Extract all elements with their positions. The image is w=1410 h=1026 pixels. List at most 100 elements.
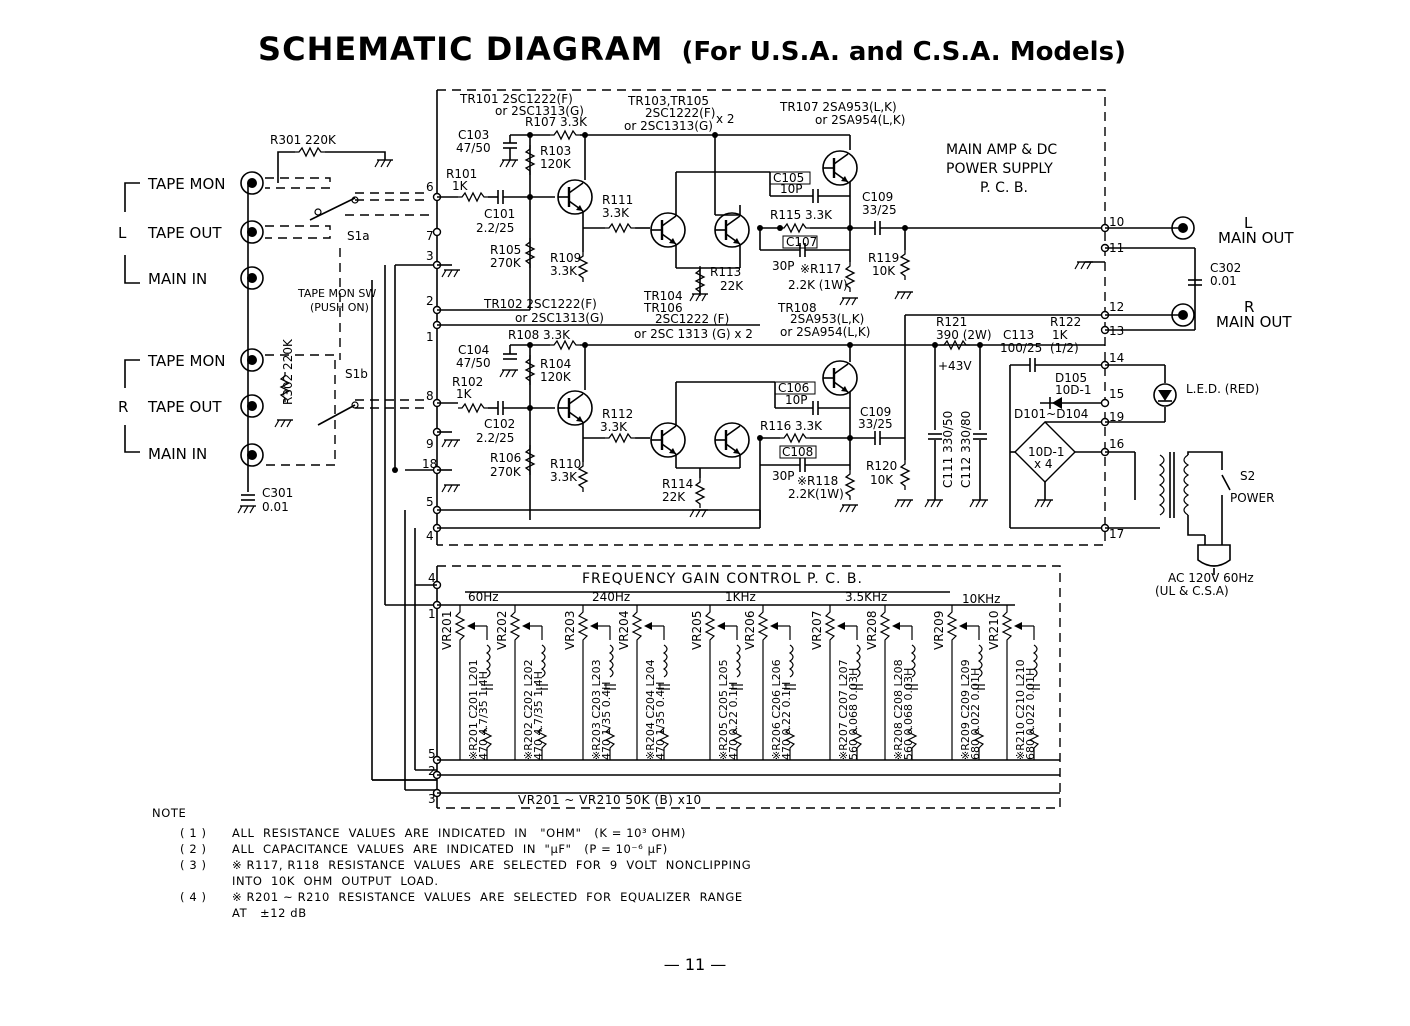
s1b-label: S1b [345,367,368,381]
r107-label: R107 3.3K [525,115,588,129]
r-main-out-label: MAIN OUT [1216,313,1292,331]
pot-wiper-icon[interactable] [522,622,530,630]
c302-value: 0.01 [1210,274,1237,288]
transformer-primary [1158,454,1165,516]
jack-l-main-in[interactable] [240,266,264,290]
r105-value: 270K [490,256,522,270]
r112-value: 3.3K [600,420,628,434]
c110-label: C109 [860,405,891,419]
c101-value: 2.2/25 [476,221,514,235]
vr-label: VR207 [810,611,824,650]
eq-component-value: 470 4.7/35 1.4H [477,671,490,760]
jack-r-tape-mon[interactable] [240,348,264,372]
r116-label: R116 3.3K [760,419,823,433]
vr-label: VR201 [440,611,454,650]
r103-value: 120K [540,157,572,171]
jack-r-tape-out[interactable] [240,394,264,418]
pot-wiper-icon[interactable] [892,622,900,630]
r103-label: R103 [540,144,571,158]
inductor-icon [855,644,861,678]
tr108-part: 2SA953(L,K) [790,312,864,326]
tr101-label: TR101 2SC1222(F) [459,92,573,106]
band-60hz: 60Hz [468,590,499,604]
pin-5: 5 [426,495,434,509]
r-out-channel: R [1244,298,1254,316]
tr103-transistor [649,211,687,249]
c103-label: C103 [458,128,489,142]
tr102-label: TR102 2SC1222(F) [483,297,597,311]
vr-label: VR202 [495,611,509,650]
r121-value: 390 (2W) [936,328,992,342]
pin-10: 10 [1109,215,1124,229]
r106-label: R106 [490,451,521,465]
title-sub: (For U.S.A. and C.S.A. Models) [681,37,1126,67]
c101-label: C101 [484,207,515,221]
ac-label: AC 120V 60Hz [1168,571,1254,585]
bridge-label: D101~D104 [1014,407,1088,421]
note-3: ( 3 )※ R117, R118 RESISTANCE VALUES ARE … [180,858,752,872]
jack-l-tape-out[interactable] [240,220,264,244]
eq-pin-4: 4 [428,571,436,585]
band-3-5khz: 3.5KHz [845,590,887,604]
led-label: L.E.D. (RED) [1186,382,1259,396]
r118-value: 2.2K(1W) [788,487,844,501]
l-main-in-label: MAIN IN [148,270,207,288]
pin-8: 8 [426,389,434,403]
eq-pin-1: 1 [428,607,436,621]
tr104-part: 2SC1222 (F) [655,312,729,326]
vr-label: VR204 [617,611,631,650]
r110-label: R110 [550,457,581,471]
output-section: 10 11 12 13 14 15 19 16 17 L MAIN OUT R … [1074,214,1294,598]
left-pins: 6 7 3 2 1 8 9 18 5 4 [371,180,461,791]
pot-wiper-icon[interactable] [590,622,598,630]
r113-value: 22K [720,279,744,293]
d105-value: 10D-1 [1055,383,1091,397]
pot-wiper-icon[interactable] [644,622,652,630]
power-switch[interactable] [1221,474,1231,491]
jack-l-tape-mon[interactable] [240,171,264,195]
pot-wiper-icon[interactable] [770,622,778,630]
r122-label: R122 [1050,315,1081,329]
eq-component-value: 560 0.068 0.03H [847,668,860,760]
board-title-2: POWER SUPPLY [946,161,1053,177]
eq-board-title: FREQUENCY GAIN CONTROL P. C. B. [582,571,863,587]
eq-component-label: ※R210 C210 L210 [1014,659,1027,760]
led-indicator [1153,383,1177,407]
s1a-label: S1a [347,229,370,243]
notes-heading: NOTE [152,806,187,820]
tr108-label: TR108 [777,301,817,315]
r106-value: 270K [490,465,522,479]
r122-power: (1/2) [1050,341,1079,355]
eq-component-value: 470 4.7/35 1.4H [532,671,545,760]
vr-label: VR203 [563,611,577,650]
vr-label: VR209 [932,611,946,650]
inductor-icon [1032,644,1038,678]
eq-component-label: ※R206 C206 L206 [770,659,783,760]
c105-value: 10P [780,182,803,196]
page-title: SCHEMATIC DIAGRAM(For U.S.A. and C.S.A. … [0,30,1384,68]
s2-label: S2 [1240,469,1255,483]
c104-value: 47/50 [456,356,491,370]
pot-wiper-icon[interactable] [717,622,725,630]
pot-wiper-icon[interactable] [837,622,845,630]
c106-label: C106 [778,381,809,395]
note-3-cont: INTO 10K OHM OUTPUT LOAD. [232,874,439,888]
c107-label: C107 [786,235,817,249]
note-4-cont: AT ±12 dB [232,906,307,920]
bridge-diode: 10D-1 [1028,445,1064,459]
jack-r-main-in[interactable] [240,443,264,467]
pot-wiper-icon[interactable] [959,622,967,630]
ac-cert-label: (UL & C.S.A) [1155,584,1229,598]
eq-component-label: ※R205 C205 L205 [717,659,730,760]
note-1: ( 1 )ALL RESISTANCE VALUES ARE INDICATED… [180,826,687,840]
eq-footer: VR201 ~ VR210 50K (B) x10 [518,793,702,807]
pot-wiper-icon[interactable] [1014,622,1022,630]
pot-wiper-icon[interactable] [467,622,475,630]
c109-value: 33/25 [862,203,897,217]
pin-18: 18 [422,457,437,471]
c113-label: C113 [1003,328,1034,342]
r-channel-label: R [118,398,128,416]
pin-7: 7 [426,229,434,243]
c301-label: C301 [262,486,293,500]
